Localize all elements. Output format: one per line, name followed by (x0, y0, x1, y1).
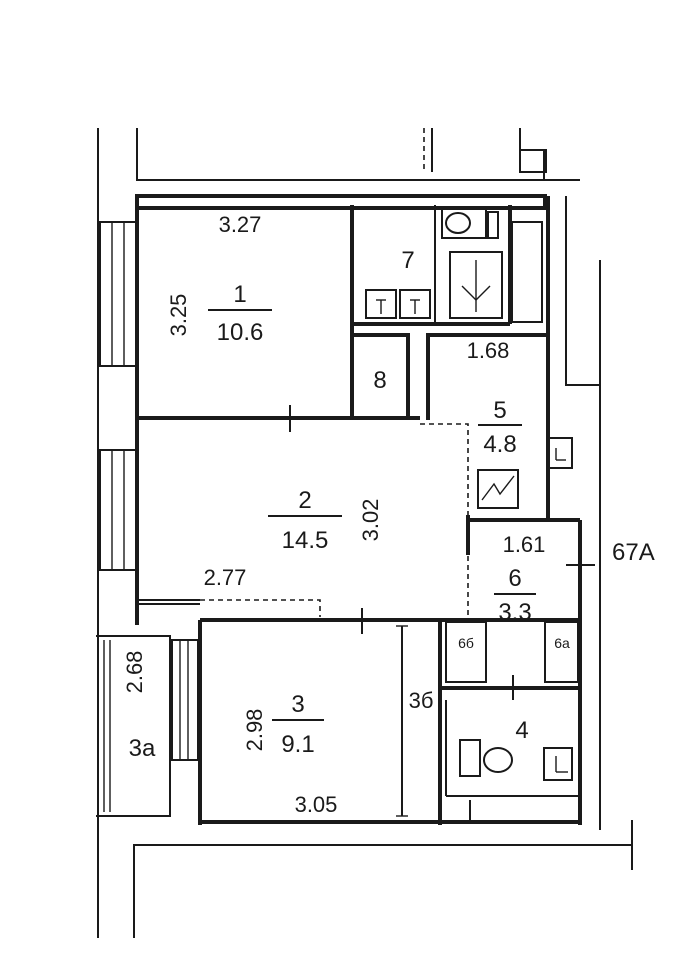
room-6a-number: 6а (554, 635, 570, 651)
room-2-area: 14.5 (282, 527, 329, 554)
room-3-area: 9.1 (281, 731, 314, 758)
room-2-number: 2 (298, 487, 311, 514)
shower-icon (449, 251, 503, 319)
room-6-area: 3.3 (498, 599, 531, 626)
dimension-room-3a-length: 2.68 (122, 651, 147, 694)
interior-walls (137, 205, 595, 825)
room-3b-number: 3б (409, 688, 434, 713)
kitchen-sink-icon (547, 437, 573, 469)
room-6b-number: 6б (458, 635, 474, 651)
room-4-number: 4 (515, 717, 528, 744)
dimension-room-3-length: 2.98 (242, 709, 267, 752)
room-1-number: 1 (233, 281, 246, 308)
room-1-area: 10.6 (217, 319, 264, 346)
dimension-labels: 3.27 3.25 3.02 2.77 1.68 1.61 2.68 2.98 … (122, 212, 545, 817)
dimension-room-6-width: 1.61 (503, 532, 546, 557)
dimension-room-1-length: 3.25 (166, 294, 191, 337)
bath-toilet-icon (459, 739, 513, 777)
building-label: 67А (612, 539, 655, 566)
windows (96, 221, 199, 817)
room-6-number: 6 (508, 565, 521, 592)
room-3a-number: 3а (129, 735, 156, 762)
dimension-room-2-width: 2.77 (204, 565, 247, 590)
fixtures (365, 207, 573, 781)
toilet-icon (441, 207, 499, 239)
dimension-room-1-width: 3.27 (219, 212, 262, 237)
dimension-room-5-width: 1.68 (467, 338, 510, 363)
room-5-number: 5 (493, 397, 506, 424)
dimension-room-2-length: 3.02 (358, 499, 383, 542)
room-8-number: 8 (373, 367, 386, 394)
room-labels: 1 10.6 2 14.5 3 9.1 3а 3б 4 5 4.8 6 3.3 … (129, 247, 570, 762)
bath-sink-icon (543, 747, 573, 781)
room-3-number: 3 (291, 691, 304, 718)
stove-icon (477, 469, 519, 509)
room-5-area: 4.8 (483, 431, 516, 458)
sink-icon (365, 289, 431, 319)
room-7-number: 7 (401, 247, 414, 274)
dimension-room-3-width: 3.05 (295, 792, 338, 817)
